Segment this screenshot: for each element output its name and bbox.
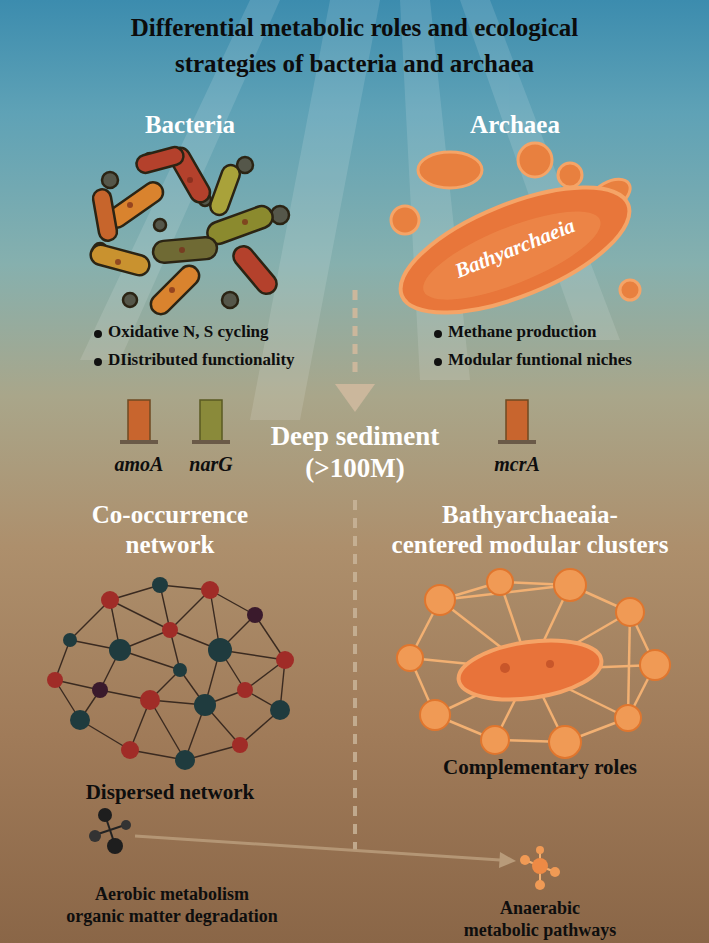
pathway-caption: Aerobic metabolism organic matter degrad… xyxy=(42,884,302,927)
archaea-cell: Bathyarchaeia xyxy=(385,180,645,320)
bullet-text: Oxidative N, S cycling xyxy=(108,322,368,342)
network-caption: Complementary roles xyxy=(410,755,670,780)
title: Differential metabolic roles and ecologi… xyxy=(15,10,694,83)
metabolism-arrow xyxy=(89,808,560,890)
cell-spots xyxy=(115,177,248,293)
bullet-text: Methane production xyxy=(448,322,708,342)
modular-cluster-nodes xyxy=(397,569,670,758)
pathway-caption: Anaerabic metabolic pathways xyxy=(435,898,645,941)
group-heading: Archaea xyxy=(415,110,615,140)
network-caption: Dispersed network xyxy=(40,780,300,805)
gene-label: narG xyxy=(171,452,251,476)
depth-label: Deep sediment (>100M) xyxy=(250,420,460,485)
bullet-text: Modular funtional niches xyxy=(448,350,708,370)
group-heading: Bacteria xyxy=(90,110,290,140)
center-divider xyxy=(335,290,375,850)
gene-label: amoA xyxy=(99,452,179,476)
bacteria-cluster xyxy=(88,144,289,318)
bullet-text: DIistributed functionality xyxy=(108,350,368,370)
dispersed-network xyxy=(55,585,285,760)
section-heading: Co-occurrence network xyxy=(65,500,275,560)
modular-cluster xyxy=(410,582,655,742)
dispersed-network-nodes xyxy=(47,577,294,770)
gene-label: mcrA xyxy=(477,452,557,476)
section-heading: Bathyarchaeaia-centered modular clusters xyxy=(360,500,700,560)
